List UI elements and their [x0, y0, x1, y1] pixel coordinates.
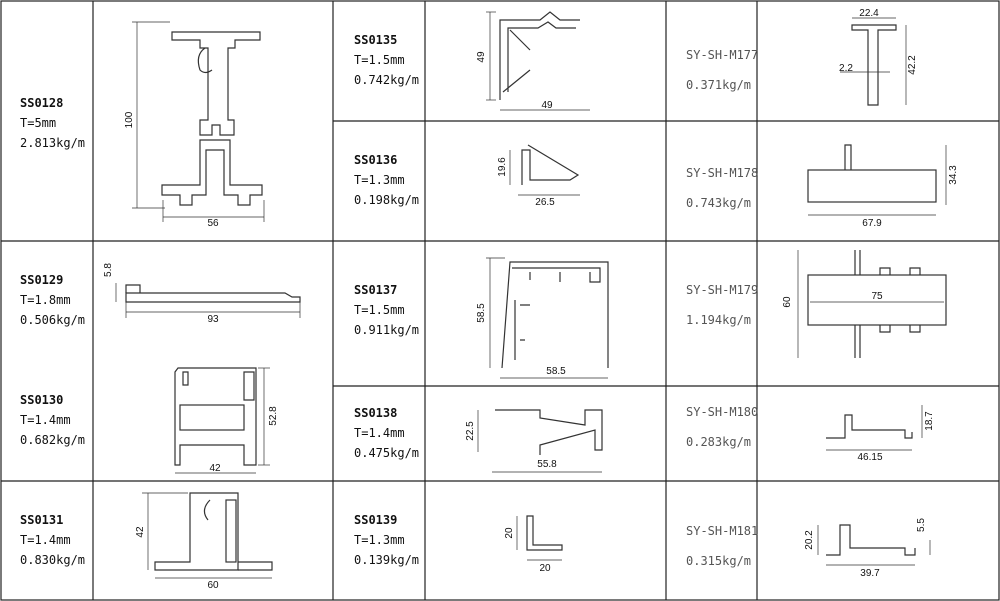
profile-info-m180: SY-SH-M180 0.283kg/m — [686, 397, 758, 457]
profile-thickness: T=1.8mm — [20, 293, 71, 307]
profile-code: SS0130 — [20, 393, 64, 407]
drawing-ss0129: 5.8 93 — [103, 263, 301, 325]
profile-info-ss0135: SS0135 T=1.5mm 0.742kg/m — [354, 30, 419, 90]
profile-code: SS0128 — [20, 96, 64, 110]
profile-weight: 0.506kg/m — [20, 313, 86, 327]
drawing-ss0138: 22.5 55.8 — [465, 409, 603, 473]
dimension-height: 20 — [504, 527, 515, 539]
profile-code: SS0137 — [354, 283, 398, 297]
profile-thickness: T=1.3mm — [354, 533, 405, 547]
profile-code: SS0136 — [354, 153, 398, 167]
profile-weight: 0.139kg/m — [354, 553, 420, 567]
profile-code: SY-SH-M177 — [686, 48, 759, 62]
dimension-width: 93 — [207, 314, 219, 325]
dimension-height: 34.3 — [948, 165, 959, 185]
dimension-width: 42 — [209, 463, 221, 474]
dimension-height: 5.8 — [103, 263, 114, 277]
dimension-height: 22.5 — [465, 421, 476, 441]
drawing-ss0135: 49 49 — [476, 11, 590, 111]
profile-info-m178: SY-SH-M178 0.743kg/m — [686, 158, 758, 218]
dimension-width: 56 — [207, 218, 219, 229]
dimension-width: 46.15 — [857, 452, 882, 463]
profile-code: SY-SH-M181 — [686, 524, 759, 538]
drawing-m177: 22.4 2.2 42.2 — [839, 8, 918, 106]
profile-thickness: T=1.5mm — [354, 53, 405, 67]
dimension-width: 20 — [539, 563, 551, 574]
profile-weight: 0.475kg/m — [354, 446, 420, 460]
drawing-m179: 60 75 — [782, 250, 947, 358]
dimension-width: 60 — [207, 580, 219, 591]
profile-code: SY-SH-M180 — [686, 405, 759, 419]
profile-weight: 1.194kg/m — [686, 313, 752, 327]
dimension-height: 42.2 — [907, 55, 918, 75]
profile-code: SS0135 — [354, 33, 398, 47]
dimension-height: 100 — [124, 111, 135, 128]
profile-info-ss0131: SS0131 T=1.4mm 0.830kg/m — [20, 510, 85, 570]
drawing-ss0137: 58.5 58.5 — [476, 257, 609, 379]
drawing-m180: 18.7 46.15 — [826, 405, 935, 463]
profile-thickness: T=1.3mm — [354, 173, 405, 187]
dimension-height: 60 — [782, 296, 793, 308]
drawing-m178: 34.3 67.9 — [807, 144, 959, 229]
profile-thickness: T=1.4mm — [20, 413, 71, 427]
profile-thickness: T=1.4mm — [20, 533, 71, 547]
profile-weight: 0.283kg/m — [686, 435, 752, 449]
dimension-height: 20.2 — [804, 530, 815, 550]
dimension-height: 52.8 — [268, 406, 279, 426]
dimension-height: 19.6 — [497, 157, 508, 177]
profile-code: SY-SH-M179 — [686, 283, 759, 297]
profile-code: SS0131 — [20, 513, 64, 527]
profile-weight: 0.371kg/m — [686, 78, 752, 92]
profile-info-ss0138: SS0138 T=1.4mm 0.475kg/m — [354, 403, 419, 463]
drawing-ss0136: 19.6 26.5 — [497, 144, 580, 208]
profile-info-m177: SY-SH-M177 0.371kg/m — [686, 40, 758, 100]
profile-weight: 0.198kg/m — [354, 193, 420, 207]
profile-weight: 0.315kg/m — [686, 554, 752, 568]
drawing-ss0130: 52.8 42 — [174, 367, 279, 474]
profile-weight: 0.742kg/m — [354, 73, 420, 87]
profile-info-ss0136: SS0136 T=1.3mm 0.198kg/m — [354, 150, 419, 210]
profile-code: SY-SH-M178 — [686, 166, 759, 180]
profile-weight: 0.911kg/m — [354, 323, 420, 337]
profile-info-ss0129: SS0129 T=1.8mm 0.506kg/m — [20, 270, 85, 330]
profile-info-m179: SY-SH-M179 1.194kg/m — [686, 275, 758, 335]
dimension-height: 42 — [135, 526, 146, 538]
dimension-width: 39.7 — [860, 568, 880, 579]
profile-code: SS0129 — [20, 273, 64, 287]
profile-weight: 0.830kg/m — [20, 553, 86, 567]
dimension-height: 18.7 — [924, 411, 935, 431]
drawing-ss0128: 100 56 — [124, 21, 265, 229]
profile-weight: 0.743kg/m — [686, 196, 752, 210]
drawing-m181: 20.2 5.5 39.7 — [804, 518, 931, 579]
dimension-width: 75 — [871, 291, 883, 302]
drawing-ss0139: 20 20 — [504, 515, 563, 574]
profile-weight: 2.813kg/m — [20, 136, 86, 150]
drawing-ss0131: 42 60 — [135, 492, 273, 591]
profile-info-ss0130: SS0130 T=1.4mm 0.682kg/m — [20, 390, 85, 450]
dimension-width: 58.5 — [546, 366, 566, 377]
dimension-width: 49 — [541, 100, 553, 111]
profile-weight: 0.682kg/m — [20, 433, 86, 447]
profile-info-m181: SY-SH-M181 0.315kg/m — [686, 516, 758, 576]
dimension-width: 67.9 — [862, 218, 882, 229]
dimension-height: 49 — [476, 51, 487, 63]
profile-code: SS0139 — [354, 513, 398, 527]
profile-thickness: T=1.4mm — [354, 426, 405, 440]
profile-info-ss0128: SS0128 T=5mm 2.813kg/m — [20, 93, 85, 153]
profile-thickness: T=1.5mm — [354, 303, 405, 317]
dimension-width: 55.8 — [537, 459, 557, 470]
dimension-width: 26.5 — [535, 197, 555, 208]
profile-info-ss0139: SS0139 T=1.3mm 0.139kg/m — [354, 510, 419, 570]
dimension-lip: 5.5 — [916, 518, 927, 532]
dimension-width: 22.4 — [859, 8, 879, 19]
profile-thickness: T=5mm — [20, 116, 57, 130]
profile-code: SS0138 — [354, 406, 398, 420]
dimension-thickness: 2.2 — [839, 63, 853, 74]
profile-info-ss0137: SS0137 T=1.5mm 0.911kg/m — [354, 280, 419, 340]
dimension-height: 58.5 — [476, 303, 487, 323]
